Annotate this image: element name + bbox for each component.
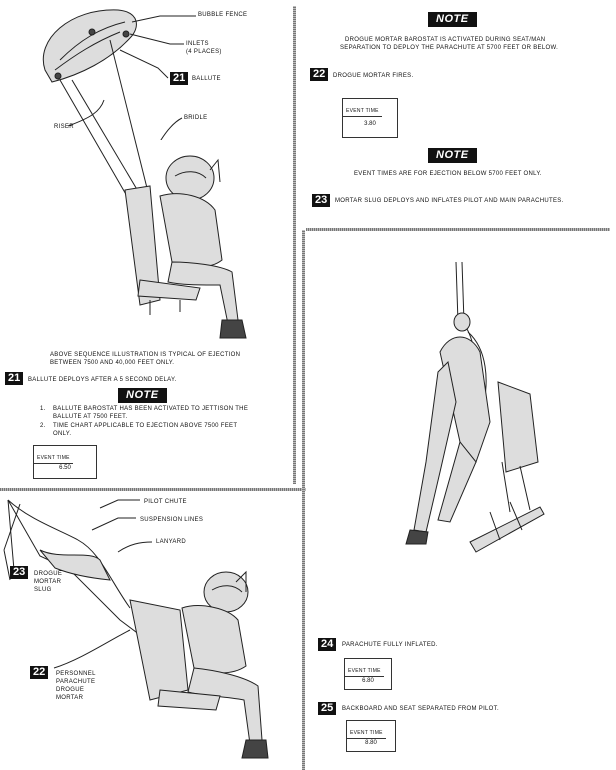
event-time-box-24: EVENT TIME 6.80 xyxy=(344,658,392,690)
ballute-ejection-illustration xyxy=(42,9,247,339)
callout-inlets: INLETS xyxy=(186,41,209,47)
step-25-badge: 25 xyxy=(318,702,337,715)
event-time-value: 3.80 xyxy=(364,121,376,127)
note-event-times-line1: EVENT TIMES ARE FOR EJECTION BELOW 5700 … xyxy=(354,171,542,177)
drogue-slug-label-3: SLUG xyxy=(34,587,52,593)
callout-riser: RISER xyxy=(54,124,74,130)
drogue-slug-label-1: DROGUE xyxy=(34,571,63,577)
event-time-box-21: EVENT TIME 6.50 xyxy=(33,445,97,479)
event-time-box-22: EVENT TIME 3.80 xyxy=(342,98,398,138)
vertical-divider xyxy=(293,6,296,484)
step-21-badge: 21 xyxy=(5,372,24,385)
step-21-text: BALLUTE DEPLOYS AFTER A 5 SECOND DELAY. xyxy=(28,377,177,383)
step-23-drogue-badge: 23 xyxy=(10,566,29,579)
ballute-step-badge: 21 xyxy=(170,72,189,85)
callout-suspension-lines: SUSPENSION LINES xyxy=(140,517,204,523)
drogue-deployment-illustration xyxy=(7,499,269,759)
step-23-badge: 23 xyxy=(312,194,331,207)
step-22-text: DROGUE MORTAR FIRES. xyxy=(333,73,414,79)
top-left-callout-lines xyxy=(67,15,196,140)
note-item-1-num: 1. xyxy=(40,406,46,412)
note-badge-drogue: NOTE xyxy=(428,12,477,27)
callout-bridle: BRIDLE xyxy=(184,115,208,121)
event-time-value: 8.80 xyxy=(365,740,377,746)
mortar-label-3: DROGUE xyxy=(56,687,85,693)
mortar-label-1: PERSONNEL xyxy=(56,671,96,677)
bottom-left-callout-lines xyxy=(3,499,153,669)
event-time-box-25: EVENT TIME 8.80 xyxy=(346,720,396,752)
note-drogue-line1: DROGUE MORTAR BAROSTAT IS ACTIVATED DURI… xyxy=(345,37,546,43)
sequence-caption-line1: ABOVE SEQUENCE ILLUSTRATION IS TYPICAL O… xyxy=(50,352,241,358)
event-time-label: EVENT TIME xyxy=(34,454,73,464)
step-22-mortar-badge: 22 xyxy=(30,666,49,679)
event-time-value: 6.50 xyxy=(59,465,71,471)
event-time-label: EVENT TIME xyxy=(345,667,384,677)
note-badge-ballute: NOTE xyxy=(118,388,167,403)
note-item-2-line1: TIME CHART APPLICABLE TO EJECTION ABOVE … xyxy=(53,423,238,429)
callout-ballute: BALLUTE xyxy=(192,76,221,82)
note-item-2-line2: ONLY. xyxy=(53,431,72,437)
mortar-label-4: MORTAR xyxy=(56,695,84,701)
event-time-value: 6.80 xyxy=(362,678,374,684)
callout-bubble-fence: BUBBLE FENCE xyxy=(198,12,248,18)
pilot-seat-separation-illustration xyxy=(405,262,545,553)
bottom-vertical-divider xyxy=(302,230,305,770)
step-22-badge: 22 xyxy=(310,68,329,81)
step-23-text: MORTAR SLUG DEPLOYS AND INFLATES PILOT A… xyxy=(335,198,564,204)
step-25-text: BACKBOARD AND SEAT SEPARATED FROM PILOT. xyxy=(342,706,499,712)
note-drogue-line2: SEPARATION TO DEPLOY THE PARACHUTE AT 57… xyxy=(340,45,559,51)
note-item-2-num: 2. xyxy=(40,423,46,429)
top-right-horizontal-divider xyxy=(306,228,610,231)
event-time-label: EVENT TIME xyxy=(343,107,382,117)
event-time-label: EVENT TIME xyxy=(347,729,386,739)
note-item-1-line2: BALLUTE AT 7500 FEET. xyxy=(53,414,128,420)
mortar-label-2: PARACHUTE xyxy=(56,679,96,685)
step-24-text: PARACHUTE FULLY INFLATED. xyxy=(342,642,438,648)
middle-horizontal-divider xyxy=(0,488,306,491)
callout-pilot-chute: PILOT CHUTE xyxy=(144,499,187,505)
callout-lanyard: LANYARD xyxy=(156,539,186,545)
callout-inlets-sub: (4 PLACES) xyxy=(186,49,222,55)
note-item-1-line1: BALLUTE BAROSTAT HAS BEEN ACTIVATED TO J… xyxy=(53,406,249,412)
note-badge-event-times: NOTE xyxy=(428,148,477,163)
sequence-caption-line2: BETWEEN 7500 AND 40,000 FEET ONLY. xyxy=(50,360,175,366)
drogue-slug-label-2: MORTAR xyxy=(34,579,62,585)
step-24-badge: 24 xyxy=(318,638,337,651)
